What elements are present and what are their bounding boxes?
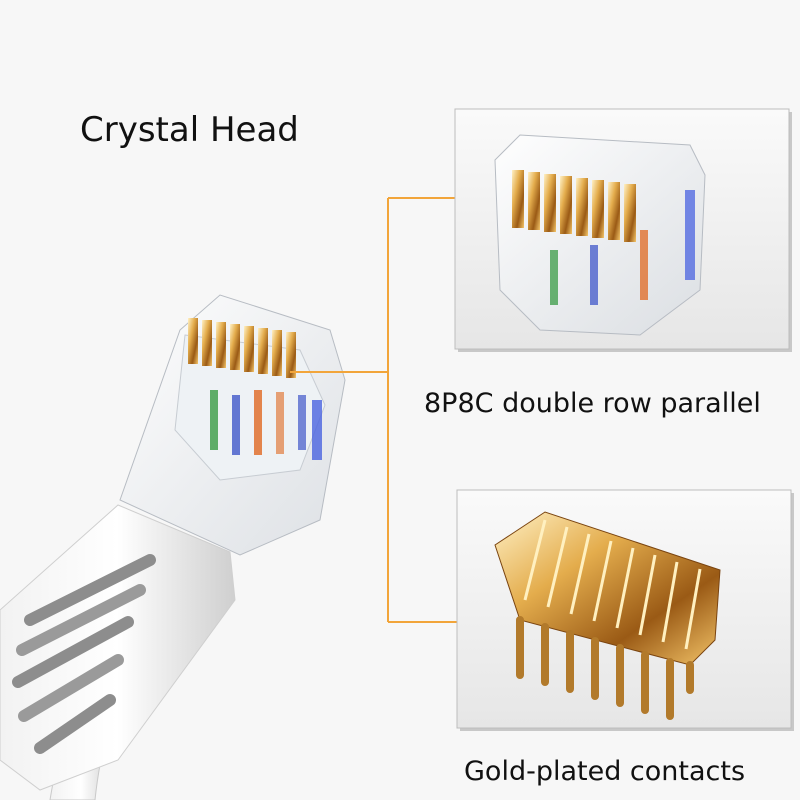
page-title: Crystal Head bbox=[80, 110, 299, 150]
detail-panel-connector bbox=[454, 108, 792, 352]
crystal-head bbox=[119, 294, 346, 556]
callout-lines bbox=[290, 197, 458, 623]
detail-panel-gold-contacts bbox=[456, 489, 794, 731]
callout-gold-label: Gold-plated contacts bbox=[464, 756, 746, 787]
connector-boot bbox=[0, 504, 236, 791]
callout-parallel-label: 8P8C double row parallel bbox=[424, 388, 761, 419]
gold-contact-block bbox=[494, 511, 721, 720]
gold-pins bbox=[188, 318, 296, 378]
